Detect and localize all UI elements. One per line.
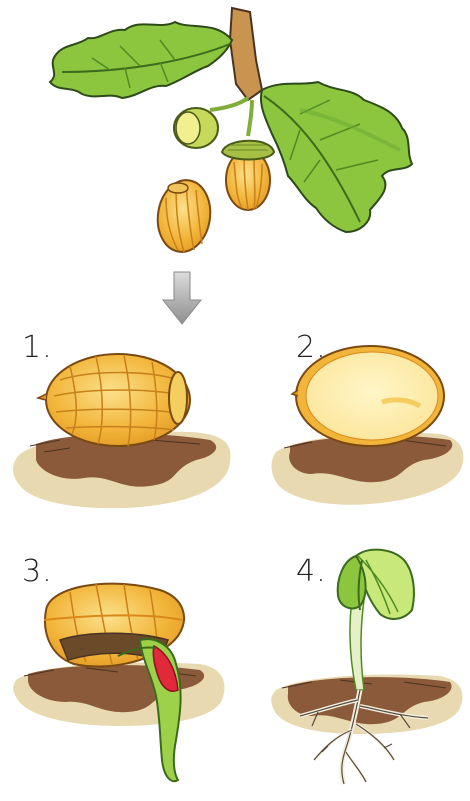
step-2-illustration xyxy=(272,346,464,505)
arrow-down-icon xyxy=(163,272,201,324)
oak-leaf-right xyxy=(261,82,412,232)
acorn-cap-icon xyxy=(174,108,218,148)
step-1-illustration xyxy=(13,354,230,508)
step-2-label: 2. xyxy=(296,330,327,365)
step-3-illustration xyxy=(13,584,224,782)
step-1-label: 1. xyxy=(22,330,53,365)
acorn-on-branch-icon xyxy=(222,141,274,210)
step-3-label: 3. xyxy=(22,554,53,589)
branch-stem xyxy=(230,8,262,100)
step-4-label: 4. xyxy=(296,554,327,589)
falling-acorn-icon xyxy=(153,177,215,256)
oak-leaf-left xyxy=(50,22,232,98)
